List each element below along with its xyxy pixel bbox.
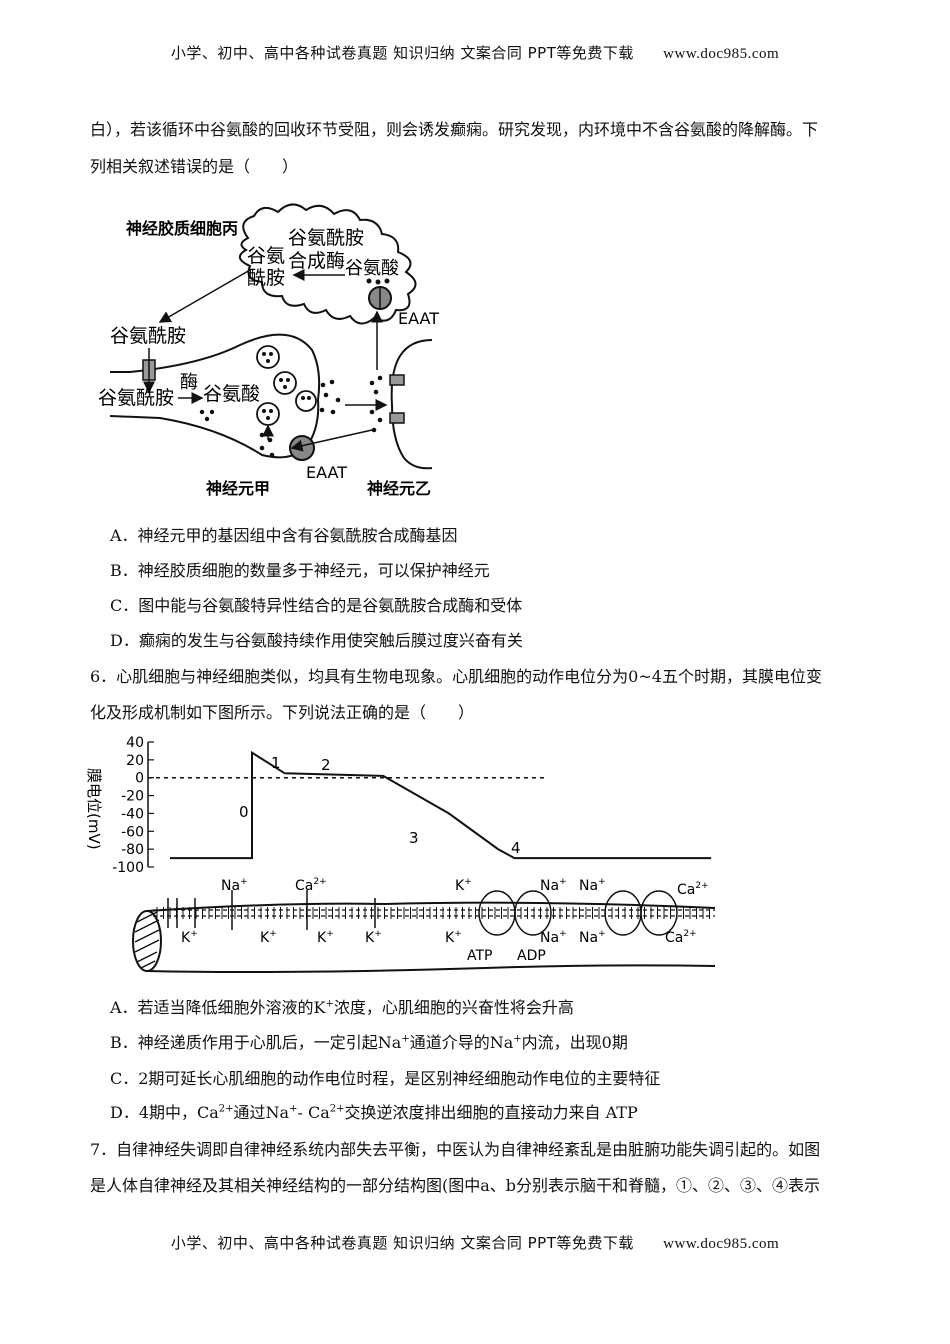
q5-option-c[interactable]: C．图中能与谷氨酸特异性结合的是谷氨酰胺合成酶和受体	[110, 596, 523, 615]
ion-na-bottom: Na+	[540, 929, 567, 946]
y-axis-label: 膜电位(mV)	[85, 768, 103, 850]
neuron-b-outline	[390, 339, 433, 470]
ion-exchangers	[478, 890, 678, 936]
glutamate-cycle-diagram: 神经胶质细胞丙 谷氨酰胺 合成酶 谷氨 酰胺 谷氨酸 EAAT 谷氨酰胺 谷氨酰…	[98, 203, 439, 498]
receptor-2	[389, 412, 405, 424]
ion-na-top-3: Na+	[579, 877, 606, 894]
phase-label-4: 4	[511, 839, 521, 857]
page-header: 小学、初中、高中各种试卷真题 知识归纳 文案合同 PPT等免费下载 www.do…	[0, 42, 950, 63]
neuron-glutamine: 谷氨酰胺	[98, 387, 174, 409]
ion-k-bottom-4: K+	[365, 929, 382, 946]
header-text: 小学、初中、高中各种试卷真题 知识归纳 文案合同 PPT等免费下载	[170, 44, 634, 62]
atp-label: ATP	[467, 948, 492, 964]
footer-text: 小学、初中、高中各种试卷真题 知识归纳 文案合同 PPT等免费下载	[170, 1234, 634, 1252]
neuron-a-label: 神经元甲	[206, 479, 270, 498]
glia-label: 神经胶质细胞丙	[126, 219, 238, 238]
outside-glutamine: 谷氨酰胺	[110, 325, 186, 347]
y-tick-label: -80	[121, 842, 144, 858]
y-axis: 40 20 0 -20-40 -60 -80 -100	[112, 735, 154, 876]
membrane-cylinder	[132, 901, 716, 973]
y-tick-label: -20	[121, 789, 144, 805]
neuron-glutamate: 谷氨酸	[203, 383, 260, 405]
receptor-1	[389, 374, 405, 386]
eaat-top-label: EAAT	[398, 309, 439, 328]
phase-label-2: 2	[321, 756, 331, 774]
neuron-a-outline	[109, 333, 321, 459]
adp-label: ADP	[517, 948, 546, 964]
q6-text-line2: 化及形成机制如下图所示。下列说法正确的是（ ）	[90, 703, 475, 722]
phase-label-1: 1	[271, 754, 281, 772]
ion-ca-top: Ca2+	[295, 877, 327, 894]
neuron-b-label: 神经元乙	[367, 479, 431, 498]
ion-k-bottom-3: K+	[317, 929, 334, 946]
q7-text-line2: 是人体自律神经及其相关神经结构的一部分结构图(图中a、b分别表示脑干和脊髓，①、…	[90, 1176, 821, 1195]
y-tick-label: 40	[126, 735, 144, 751]
ion-k-top: K+	[455, 877, 472, 894]
q6-option-d[interactable]: D．4期中，Ca2+通过Na+- Ca2+交换逆浓度排出细胞的直接动力来自 AT…	[110, 1103, 638, 1122]
ion-k-bottom-1: K+	[181, 929, 198, 946]
q6-option-b[interactable]: B．神经递质作用于心肌后，一定引起Na+通道介导的Na+内流，出现0期	[110, 1033, 628, 1052]
eaat-bottom-label: EAAT	[306, 463, 347, 482]
q6-text-line1: 6．心肌细胞与神经细胞类似，均具有生物电现象。心肌细胞的动作电位分为0~4五个时…	[90, 667, 822, 686]
q5-option-a[interactable]: A．神经元甲的基因组中含有谷氨酰胺合成酶基因	[110, 526, 458, 545]
ion-k-bottom-2: K+	[260, 929, 277, 946]
q6-option-c[interactable]: C．2期可延长心肌细胞的动作电位时程，是区别神经细胞动作电位的主要特征	[110, 1069, 661, 1088]
ion-ca-bottom: Ca2+	[665, 929, 697, 946]
glia-glutamate: 谷氨酸	[345, 258, 399, 279]
page-footer: 小学、初中、高中各种试卷真题 知识归纳 文案合同 PPT等免费下载 www.do…	[0, 1232, 950, 1253]
synthetase-label-1: 谷氨酰胺	[288, 227, 364, 249]
q5-text-line1: 白），若该循环中谷氨酸的回收环节受阻，则会诱发癫痫。研究发现，内环境中不含谷氨酸…	[90, 120, 819, 139]
ion-ca-top-2: Ca2+	[677, 881, 709, 898]
ion-na-top: Na+	[221, 877, 248, 894]
header-url[interactable]: www.doc985.com	[663, 46, 780, 62]
q5-option-b[interactable]: B．神经胶质细胞的数量多于神经元，可以保护神经元	[110, 561, 490, 580]
ion-k-bottom-5: K+	[445, 929, 462, 946]
y-tick-label: 20	[126, 753, 144, 769]
synthetase-label-2: 合成酶	[288, 250, 345, 272]
phase-label-0: 0	[239, 803, 249, 821]
vesicles	[256, 345, 317, 426]
y-tick-label: -40	[121, 806, 144, 822]
phase-label-3: 3	[409, 829, 419, 847]
ion-na-top-2: Na+	[540, 877, 567, 894]
arrow-gln-out	[158, 269, 251, 323]
q5-text-line2: 列相关叙述错误的是（ ）	[90, 157, 299, 176]
action-potential-series	[170, 750, 712, 860]
glia-glutamine-1: 谷氨	[247, 245, 285, 267]
glia-glutamine-2: 酰胺	[247, 267, 285, 289]
footer-url[interactable]: www.doc985.com	[663, 1236, 780, 1252]
y-tick-label: -100	[112, 860, 144, 876]
q7-text-line1: 7．自律神经失调即自律神经系统内部失去平衡，中医认为自律神经紊乱是由脏腑功能失调…	[90, 1140, 821, 1159]
enzyme-label: 酶	[180, 372, 198, 393]
q5-option-d[interactable]: D．癫痫的发生与谷氨酸持续作用使突触后膜过度兴奋有关	[110, 631, 523, 650]
y-tick-label: -60	[121, 824, 144, 840]
ion-na-bottom-2: Na+	[579, 929, 606, 946]
q6-option-a[interactable]: A．若适当降低细胞外溶液的K+浓度，心肌细胞的兴奋性将会升高	[110, 998, 574, 1017]
y-tick-label: 0	[135, 771, 144, 787]
